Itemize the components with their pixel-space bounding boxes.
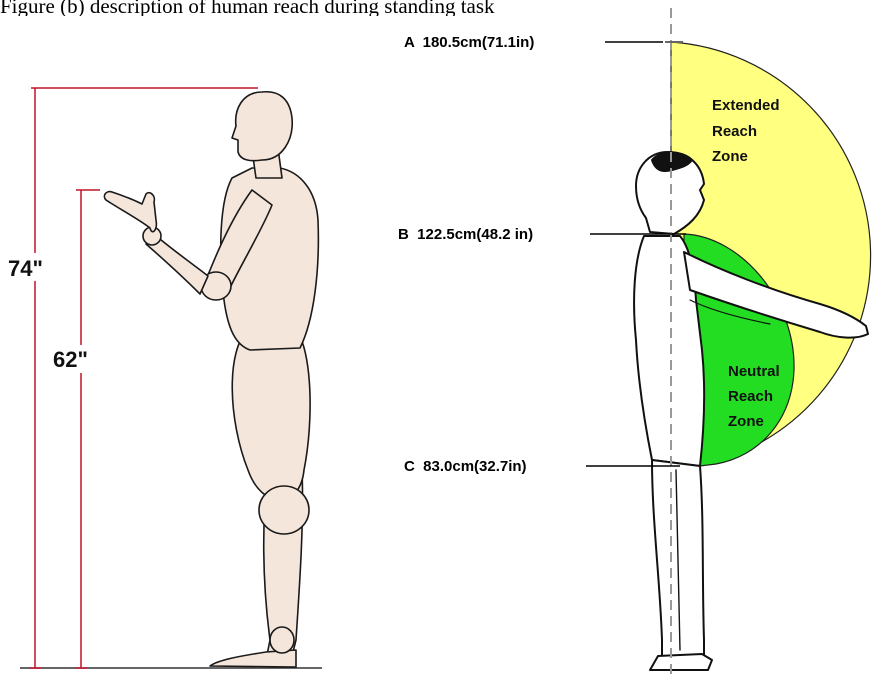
extended-zone-line-1: Extended [712,97,780,114]
neutral-zone-line-2: Reach [728,388,773,405]
right-figure: A 180.5cm(71.1in) B 122.5cm(48.2 in) C 8… [398,8,871,680]
left-figure: 74" 62" [6,88,322,668]
marker-a-label: A 180.5cm(71.1in) [404,34,534,51]
dimension-74-marker [29,88,258,668]
mannequin-figure [104,92,318,667]
height-62-label: 62" [53,347,88,372]
height-74-label: 74" [8,256,43,281]
marker-b-label: B 122.5cm(48.2 in) [398,226,533,243]
dimension-62-marker [75,190,100,668]
marker-c-label: C 83.0cm(32.7in) [404,458,527,475]
extended-zone-line-3: Zone [712,148,748,165]
extended-zone-line-2: Reach [712,123,757,140]
neutral-zone-line-1: Neutral [728,363,780,380]
neutral-zone-line-3: Zone [728,413,764,430]
